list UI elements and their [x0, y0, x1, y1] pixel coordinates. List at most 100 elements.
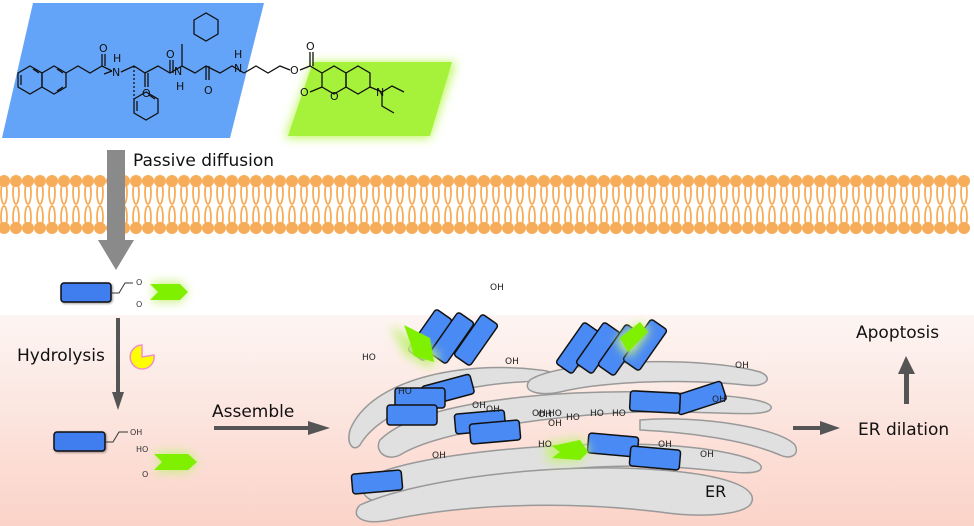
- lipid-tail: [456, 205, 464, 229]
- hydroxyl-label: HO: [566, 413, 580, 423]
- lipid-tail: [0, 205, 8, 229]
- lipid-tail: [168, 180, 176, 205]
- lipid-tail: [180, 180, 188, 205]
- lipid-tail: [744, 180, 752, 205]
- lipid-tail: [324, 180, 332, 205]
- lipid-tail: [876, 205, 884, 229]
- hydrolysis-label: Hydrolysis: [17, 346, 105, 366]
- lipid-tail: [684, 205, 692, 229]
- lipid-tail: [540, 205, 548, 229]
- svg-text:O: O: [330, 90, 339, 103]
- lipid-tail: [144, 205, 152, 229]
- lipid-tail: [732, 205, 740, 229]
- lipid-tail: [348, 180, 356, 205]
- lipid-tail: [600, 180, 608, 205]
- lipid-tail: [48, 205, 56, 229]
- svg-text:N: N: [112, 66, 120, 79]
- er-dilation-label: ER dilation: [858, 420, 950, 440]
- hydroxyl-label: OH: [548, 419, 562, 429]
- lipid-tail: [588, 205, 596, 229]
- lipid-tail: [756, 180, 764, 205]
- hydroxyl-label: OH: [432, 451, 446, 461]
- lipid-tail: [192, 180, 200, 205]
- lipid-tail: [888, 180, 896, 205]
- lipid-tail: [12, 180, 20, 205]
- lipid-tail: [768, 180, 776, 205]
- lipid-tail: [168, 205, 176, 229]
- lipid-tail: [960, 205, 968, 229]
- lipid-tail: [276, 180, 284, 205]
- dye-tag: [150, 284, 188, 300]
- lipid-tail: [228, 180, 236, 205]
- lipid-tail: [852, 180, 860, 205]
- peptide-block: [350, 469, 404, 495]
- lipid-tail: [372, 205, 380, 229]
- hydrolysis-arrow: [112, 318, 124, 410]
- lipid-tail: [144, 180, 152, 205]
- lipid-tail: [564, 180, 572, 205]
- lipid-tail: [396, 205, 404, 229]
- lipid-tail: [300, 205, 308, 229]
- lipid-tail: [696, 205, 704, 229]
- svg-text:O: O: [290, 64, 299, 77]
- lipid-tail: [288, 205, 296, 229]
- lipid-tail: [768, 205, 776, 229]
- peptide-alcohol-block: [53, 431, 106, 452]
- lipid-tail: [816, 180, 824, 205]
- lipid-tail: [492, 205, 500, 229]
- lipid-tail: [204, 205, 212, 229]
- lipid-tail: [672, 180, 680, 205]
- lipid-tail: [924, 205, 932, 229]
- lipid-tail: [372, 180, 380, 205]
- lipid-tail: [804, 180, 812, 205]
- lipid-tail: [480, 205, 488, 229]
- lipid-tail: [156, 180, 164, 205]
- svg-text:O: O: [136, 278, 142, 287]
- lipid-tail: [852, 205, 860, 229]
- peptide-block: [468, 419, 522, 445]
- lipid-tail: [648, 180, 656, 205]
- lipid-tail: [84, 205, 92, 229]
- lipid-tail: [696, 180, 704, 205]
- lipid-tail: [252, 205, 260, 229]
- lipid-tail: [408, 205, 416, 229]
- svg-text:OH: OH: [130, 428, 142, 437]
- hydroxyl-label: OH: [472, 401, 486, 411]
- lipid-tail: [876, 180, 884, 205]
- hydroxyl-label: OH: [700, 450, 714, 460]
- hydroxyl-label: HO: [398, 387, 412, 397]
- lipid-tail: [240, 205, 248, 229]
- lipid-tail: [264, 180, 272, 205]
- lipid-tail: [456, 180, 464, 205]
- lipid-tail: [780, 205, 788, 229]
- lipid-tail: [960, 180, 968, 205]
- lipid-tail: [396, 180, 404, 205]
- lipid-tail: [708, 180, 716, 205]
- lipid-tail: [792, 180, 800, 205]
- lipid-tail: [840, 180, 848, 205]
- lipid-tail: [96, 180, 104, 205]
- lipid-tail: [72, 180, 80, 205]
- hydroxyl-label: HO: [590, 409, 604, 419]
- hydrolysis-products: OH HO O: [53, 428, 198, 479]
- lipid-tail: [840, 205, 848, 229]
- lipid-tail: [360, 180, 368, 205]
- lipid-tail: [756, 205, 764, 229]
- lipid-tail: [552, 180, 560, 205]
- svg-text:O: O: [99, 42, 108, 55]
- lipid-tail: [816, 205, 824, 229]
- lipid-tail: [132, 205, 140, 229]
- svg-text:HO: HO: [136, 445, 148, 454]
- lipid-tail: [912, 180, 920, 205]
- lipid-tail: [888, 205, 896, 229]
- lipid-tail: [204, 180, 212, 205]
- svg-text:O: O: [142, 470, 148, 479]
- peptide-block: [628, 390, 682, 414]
- hydroxyl-label: OH: [538, 410, 552, 420]
- released-dye-tags: [390, 322, 650, 462]
- lipid-tail: [900, 180, 908, 205]
- lipid-tail: [948, 180, 956, 205]
- cell-membrane: [0, 175, 970, 234]
- hydroxyl-label: HO: [362, 353, 376, 363]
